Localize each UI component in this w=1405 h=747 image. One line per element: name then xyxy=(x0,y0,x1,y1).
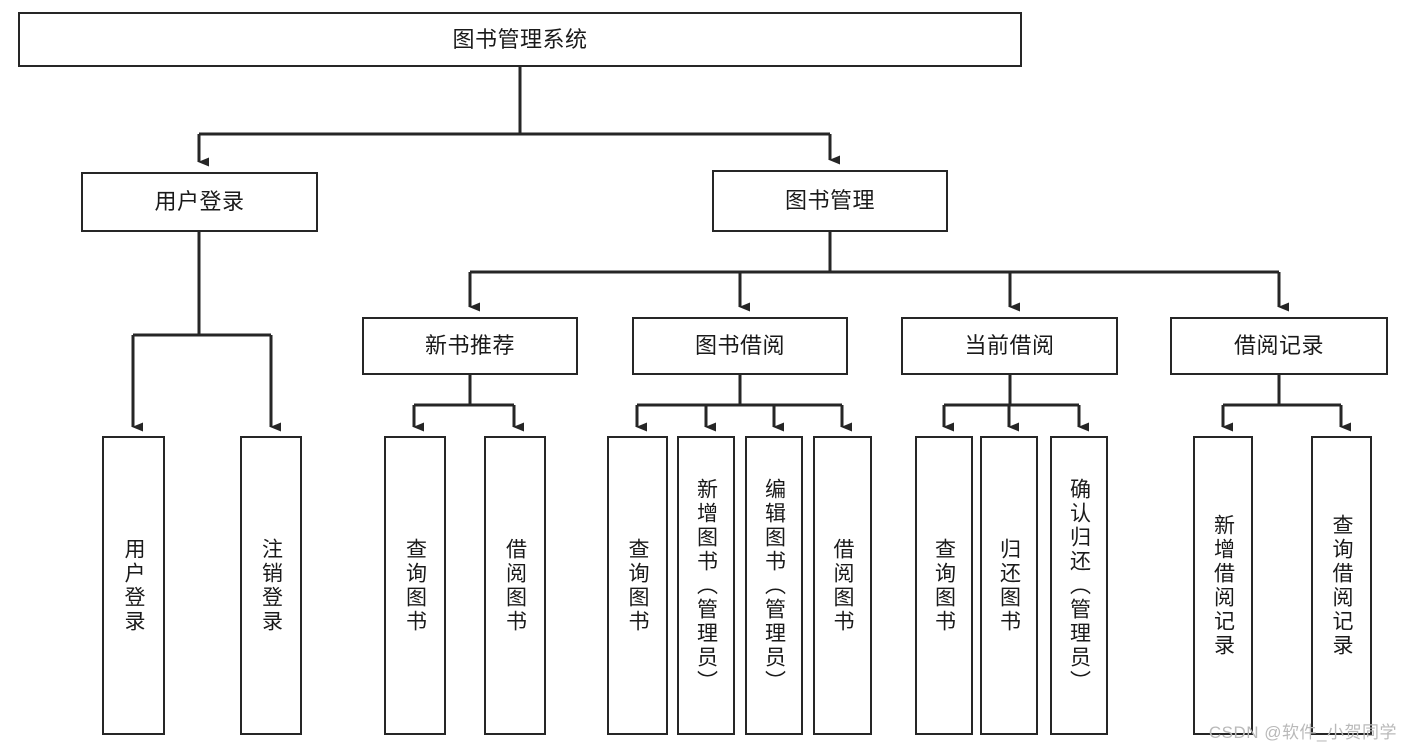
node-leaf-query-book-1[interactable]: 查询图书 xyxy=(384,436,446,735)
node-leaf-return-book-label: 归还图书 xyxy=(997,537,1021,634)
node-leaf-borrow-book-2-label: 借阅图书 xyxy=(831,537,854,634)
node-book-borrow[interactable]: 图书借阅 xyxy=(632,317,848,375)
node-leaf-query-book-3[interactable]: 查询图书 xyxy=(915,436,973,735)
node-borrow-record-label: 借阅记录 xyxy=(1233,333,1324,359)
node-book-mgmt-label: 图书管理 xyxy=(784,188,875,214)
node-leaf-borrow-book-1[interactable]: 借阅图书 xyxy=(484,436,546,735)
node-current-borrow[interactable]: 当前借阅 xyxy=(901,317,1118,375)
node-leaf-logout[interactable]: 注销登录 xyxy=(240,436,302,735)
node-root[interactable]: 图书管理系统 xyxy=(18,12,1022,67)
node-leaf-confirm-return[interactable]: 确认归还（管理员） xyxy=(1050,436,1108,735)
node-user-login-label: 用户登录 xyxy=(154,189,245,215)
node-root-label: 图书管理系统 xyxy=(452,26,588,52)
node-leaf-borrow-book-2[interactable]: 借阅图书 xyxy=(813,436,872,735)
node-new-book-rec-label: 新书推荐 xyxy=(424,333,515,359)
node-borrow-record[interactable]: 借阅记录 xyxy=(1170,317,1388,375)
node-leaf-add-book-label: 新增图书（管理员） xyxy=(694,477,718,694)
node-leaf-edit-book-label: 编辑图书（管理员） xyxy=(762,477,786,694)
node-leaf-add-record[interactable]: 新增借阅记录 xyxy=(1193,436,1253,735)
node-leaf-query-record-label: 查询借阅记录 xyxy=(1330,513,1353,658)
node-book-mgmt[interactable]: 图书管理 xyxy=(712,170,948,232)
node-leaf-query-book-3-label: 查询图书 xyxy=(932,537,956,634)
node-leaf-query-record[interactable]: 查询借阅记录 xyxy=(1311,436,1372,735)
node-leaf-borrow-book-1-label: 借阅图书 xyxy=(503,537,527,634)
node-leaf-confirm-return-label: 确认归还（管理员） xyxy=(1067,477,1091,694)
node-leaf-add-book[interactable]: 新增图书（管理员） xyxy=(677,436,735,735)
node-book-borrow-label: 图书借阅 xyxy=(694,333,785,359)
node-new-book-rec[interactable]: 新书推荐 xyxy=(362,317,578,375)
node-current-borrow-label: 当前借阅 xyxy=(964,333,1055,359)
node-leaf-user-login[interactable]: 用户登录 xyxy=(102,436,165,735)
node-leaf-add-record-label: 新增借阅记录 xyxy=(1211,513,1235,658)
node-leaf-query-book-1-label: 查询图书 xyxy=(403,537,427,634)
node-leaf-edit-book[interactable]: 编辑图书（管理员） xyxy=(745,436,803,735)
watermark: CSDN @软件_小贺同学 xyxy=(1208,723,1397,742)
node-leaf-query-book-2-label: 查询图书 xyxy=(626,537,649,634)
node-leaf-return-book[interactable]: 归还图书 xyxy=(980,436,1038,735)
node-leaf-query-book-2[interactable]: 查询图书 xyxy=(607,436,668,735)
node-leaf-logout-label: 注销登录 xyxy=(259,537,283,634)
node-leaf-user-login-label: 用户登录 xyxy=(122,537,145,634)
node-user-login[interactable]: 用户登录 xyxy=(81,172,318,232)
